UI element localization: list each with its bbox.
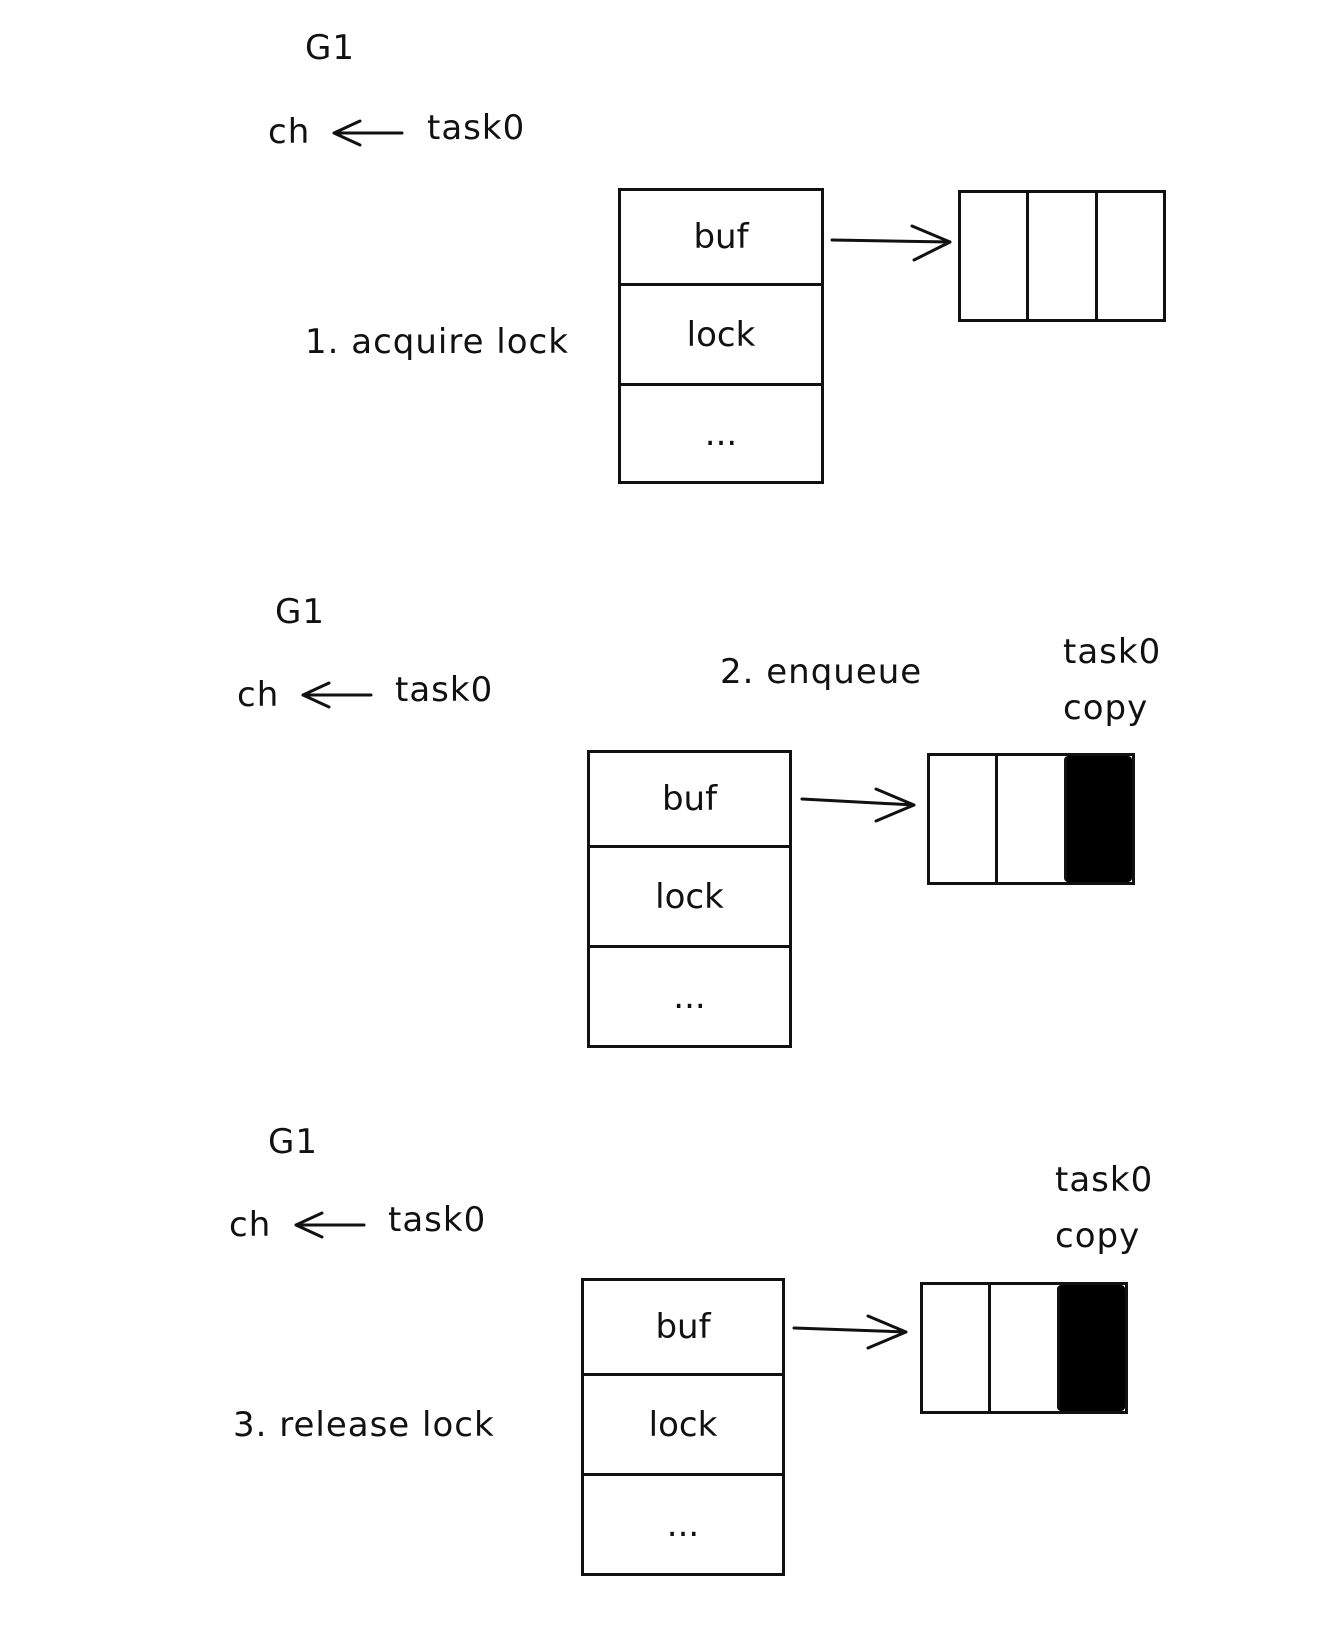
step-label: 1. acquire lock xyxy=(305,322,569,362)
queue-slot-filled xyxy=(1063,756,1132,882)
queue-slot xyxy=(1026,193,1094,319)
field-buf: buf xyxy=(661,779,718,819)
buffer-queue xyxy=(920,1282,1128,1414)
queue-label-line2: copy xyxy=(1063,688,1149,728)
sent-value: task0 xyxy=(427,108,526,148)
step-label: 2. enqueue xyxy=(720,652,923,692)
buf-pointer-arrow xyxy=(830,224,952,262)
channel-struct: buf lock ... xyxy=(587,750,792,1048)
goroutine-label: G1 xyxy=(305,28,355,68)
field-lock: lock xyxy=(584,1373,782,1473)
field-lock: lock xyxy=(590,845,789,945)
goroutine-label: G1 xyxy=(275,592,325,632)
channel-struct: buf lock ... xyxy=(581,1278,785,1576)
queue-slot xyxy=(923,1285,988,1411)
arrow-left-icon xyxy=(301,681,373,709)
channel-name: ch xyxy=(229,1205,272,1245)
sent-value: task0 xyxy=(395,670,494,710)
field-buf: buf xyxy=(693,217,749,257)
buf-pointer-arrow xyxy=(800,787,916,823)
queue-label-line1: task0 xyxy=(1055,1160,1154,1200)
goroutine-label: G1 xyxy=(268,1122,318,1162)
field-buf: buf xyxy=(655,1307,711,1347)
buffer-queue xyxy=(958,190,1166,322)
buffer-queue xyxy=(927,753,1135,885)
channel-struct: buf lock ... xyxy=(618,188,824,484)
channel-name: ch xyxy=(237,675,280,715)
queue-slot xyxy=(930,756,995,882)
field-lock: lock xyxy=(621,283,821,383)
arrow-left-icon xyxy=(332,119,404,147)
queue-label-line1: task0 xyxy=(1063,632,1162,672)
queue-slot-filled xyxy=(1056,1285,1125,1411)
queue-label-line2: copy xyxy=(1055,1216,1141,1256)
queue-slot xyxy=(995,756,1063,882)
buf-pointer-arrow xyxy=(792,1314,908,1350)
channel-name: ch xyxy=(268,112,311,152)
field-more: ... xyxy=(590,945,789,1045)
step-label: 3. release lock xyxy=(233,1405,495,1445)
sent-value: task0 xyxy=(388,1200,487,1240)
queue-slot xyxy=(988,1285,1056,1411)
arrow-left-icon xyxy=(294,1211,366,1239)
field-more: ... xyxy=(584,1473,782,1573)
queue-slot xyxy=(1094,193,1163,319)
field-more: ... xyxy=(621,383,821,481)
queue-slot xyxy=(961,193,1026,319)
